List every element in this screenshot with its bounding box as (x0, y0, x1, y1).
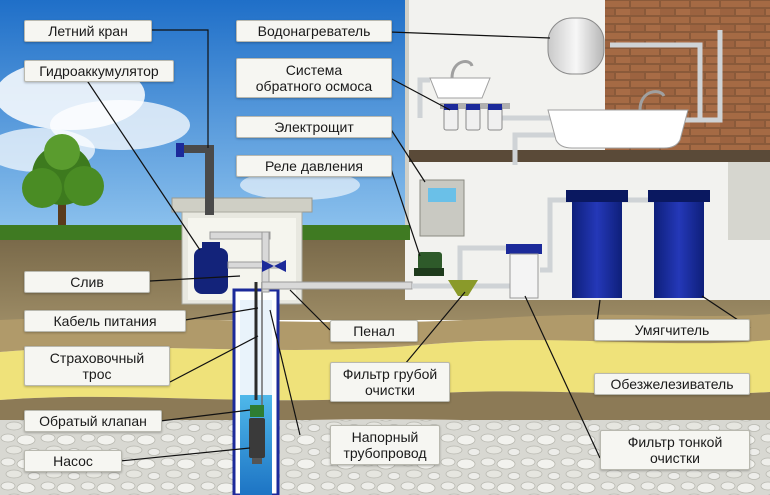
label-iron-remover: Обезжелезиватель (594, 373, 750, 395)
drain-valve (262, 260, 286, 272)
label-softener: Умягчитель (594, 319, 750, 341)
softener (648, 190, 710, 298)
reverse-osmosis-unit (440, 103, 510, 131)
house-floor-slab (405, 150, 770, 162)
label-power-cable: Кабель питания (24, 310, 186, 332)
bathtub (547, 90, 689, 149)
label-coarse-filter: Фильтр грубой очистки (330, 362, 450, 402)
electrical-panel (419, 179, 465, 237)
tree (22, 134, 104, 235)
water-heater (547, 17, 605, 75)
label-fine-filter: Фильтр тонкой очистки (600, 430, 750, 470)
label-safety-rope: Страховочный трос (24, 346, 170, 386)
label-drain: Слив (24, 271, 150, 293)
label-pressure-pipe: Напорный трубопровод (330, 425, 440, 465)
coarse-filter (448, 280, 478, 296)
iron-remover (566, 190, 628, 298)
pressure-switch (414, 252, 444, 276)
label-pump: Насос (24, 450, 122, 472)
label-water-heater: Водонагреватель (236, 20, 392, 42)
label-pressure-switch: Реле давления (236, 155, 392, 177)
label-casing: Пенал (330, 320, 418, 342)
label-accumulator: Гидроаккумулятор (24, 60, 174, 82)
fine-filter (506, 244, 542, 299)
accumulator-tank (194, 242, 228, 294)
leader-lines (79, 29, 751, 462)
label-summer-tap: Летний кран (24, 20, 152, 42)
sink (429, 60, 491, 99)
summer-tap (176, 143, 214, 215)
label-check-valve: Обратый клапан (24, 410, 162, 432)
label-reverse-osmosis: Система обратного осмоса (236, 58, 392, 98)
label-electrical-panel: Электрощит (236, 116, 392, 138)
well-casing (232, 282, 280, 495)
